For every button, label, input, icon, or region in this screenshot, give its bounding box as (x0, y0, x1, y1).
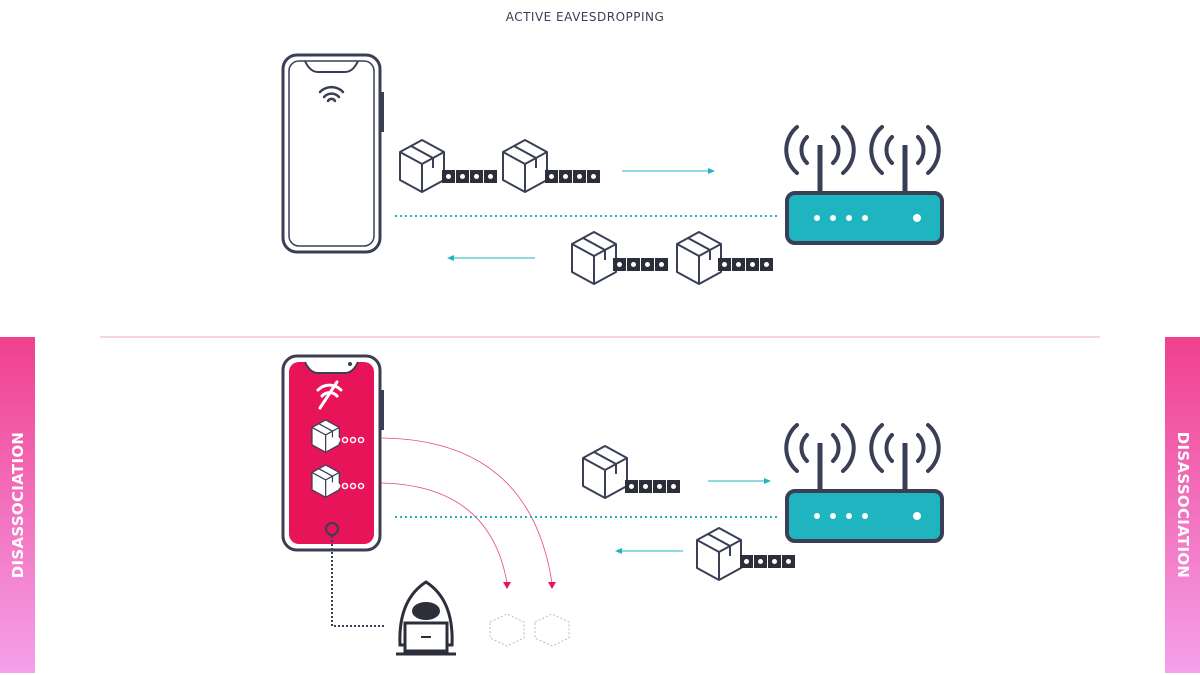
packet-data-icon (625, 480, 680, 493)
disassociation-banner-left: DISASSOCIATION (0, 337, 35, 673)
smartphone-icon (281, 53, 384, 254)
package-icon (571, 231, 617, 285)
package-icon (696, 527, 742, 581)
arrow-icon (622, 168, 715, 174)
package-icon (399, 139, 445, 193)
compromised-smartphone-icon (281, 354, 384, 552)
packet-data-icon (613, 258, 668, 271)
disassociation-banner-right: DISASSOCIATION (1165, 337, 1200, 673)
arrow-icon (548, 582, 556, 589)
diagram-title: ACTIVE EAVESDROPPING (505, 10, 665, 24)
router-icon (786, 127, 942, 243)
packet-data-icon (718, 258, 773, 271)
packet-data-icon (740, 555, 795, 568)
packet-data-icon (442, 170, 497, 183)
package-icon (582, 445, 628, 499)
intercept-arrows (379, 437, 553, 584)
package-icon (676, 231, 722, 285)
arrow-icon (708, 478, 771, 484)
package-icon (502, 139, 548, 193)
router-icon (786, 425, 942, 541)
arrow-icon (615, 548, 683, 554)
wifi-off-icon (316, 380, 343, 410)
arrow-icon (503, 582, 511, 589)
package-icon (311, 464, 340, 498)
packet-data-icon (333, 482, 365, 490)
hacker-icon (396, 580, 456, 656)
wifi-icon (318, 85, 345, 103)
attacker-link (331, 536, 385, 627)
packet-data-icon (333, 436, 365, 444)
arrow-icon (447, 255, 535, 261)
package-icon (311, 419, 340, 453)
packet-data-icon (545, 170, 600, 183)
stolen-package-icon (489, 613, 570, 647)
